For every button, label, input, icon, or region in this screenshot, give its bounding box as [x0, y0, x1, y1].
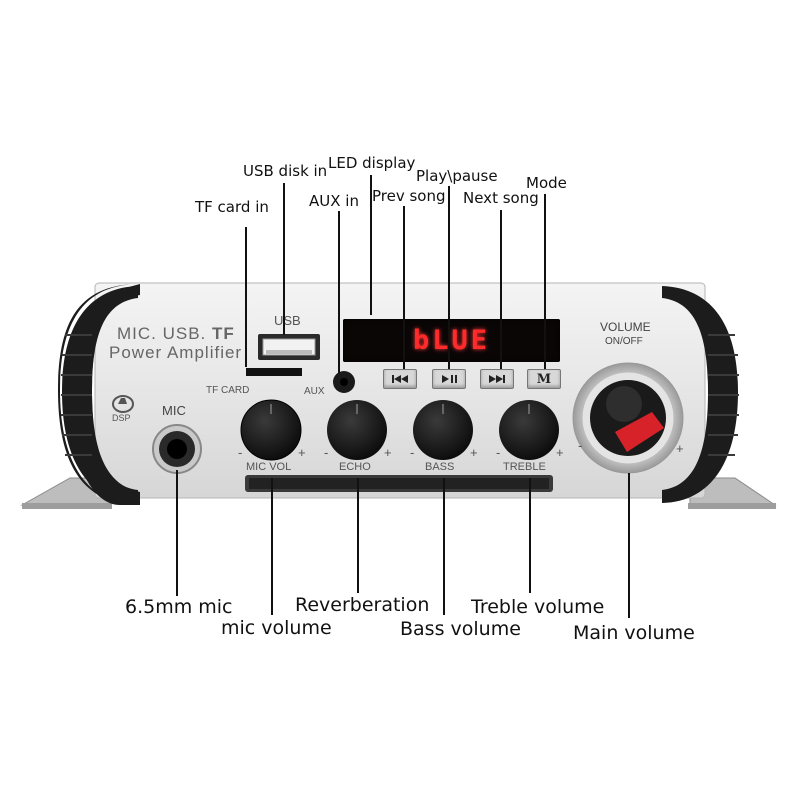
- tf-card-label: TF CARD: [206, 385, 250, 396]
- callout-reverberation: Reverberation: [295, 594, 430, 616]
- dsp-label: DSP: [112, 413, 131, 423]
- play-pause-button[interactable]: [432, 369, 466, 389]
- leader-mic-volume: [271, 478, 273, 615]
- dsp-logo: [112, 395, 134, 413]
- minus-mark: -: [324, 445, 329, 460]
- knob-main-volume: [572, 362, 684, 474]
- knob-treble: [499, 400, 559, 460]
- leader-treble: [529, 478, 531, 593]
- brand-line-1: MIC. USB. TF: [117, 324, 235, 344]
- knob-bass: [413, 400, 473, 460]
- mic-vol-label: MIC VOL: [246, 461, 292, 473]
- plus-mark: +: [298, 445, 306, 460]
- leader-next-song: [500, 210, 502, 369]
- plus-mark: +: [384, 445, 392, 460]
- plus-mark: +: [470, 445, 478, 460]
- minus-mark: -: [496, 445, 501, 460]
- callout-mode: Mode: [526, 174, 567, 192]
- led-readout: bLUE: [412, 325, 491, 356]
- tf-card-slot: [246, 368, 302, 376]
- prev-track-icon: [392, 375, 408, 383]
- volume-label: VOLUME: [600, 320, 651, 334]
- mic-label: MIC: [162, 403, 186, 418]
- treble-label: TREBLE: [503, 461, 546, 473]
- echo-label: ECHO: [339, 461, 371, 473]
- plus-mark: +: [676, 441, 684, 456]
- leader-main-volume: [628, 473, 630, 618]
- leader-play-pause: [448, 186, 450, 369]
- mic-jack: [152, 424, 202, 474]
- callout-led-display: LED display: [328, 154, 416, 172]
- prev-button[interactable]: [383, 369, 417, 389]
- leader-tf-card: [245, 227, 247, 367]
- leader-led-display: [370, 175, 372, 315]
- onoff-label: ON/OFF: [605, 336, 643, 347]
- callout-treble-volume: Treble volume: [471, 596, 605, 618]
- next-button[interactable]: [480, 369, 514, 389]
- leader-usb-disk: [283, 183, 285, 335]
- minus-mark: -: [578, 438, 583, 453]
- aux-jack: [333, 371, 355, 393]
- minus-mark: -: [238, 445, 243, 460]
- callout-next-song: Next song: [463, 189, 539, 207]
- led-display: bLUE: [343, 319, 560, 362]
- knob-echo: [327, 400, 387, 460]
- callout-main-volume: Main volume: [573, 622, 695, 644]
- right-bumper: [662, 286, 738, 503]
- minus-mark: -: [410, 445, 415, 460]
- brand-line-2: Power Amplifier: [109, 343, 243, 362]
- leader-mic-jack: [176, 470, 178, 596]
- next-track-icon: [489, 375, 505, 383]
- plus-mark: +: [556, 445, 564, 460]
- usb-port: [258, 334, 320, 360]
- callout-mic-volume: mic volume: [221, 617, 332, 639]
- usb-label: USB: [274, 313, 301, 328]
- callout-play-pause: Play\pause: [416, 167, 498, 185]
- brand-tf: TF: [212, 324, 235, 343]
- knob-mic-vol: [240, 399, 302, 461]
- leader-bass: [443, 478, 445, 615]
- leader-aux: [338, 211, 340, 373]
- speaker-grille: [245, 475, 553, 492]
- callout-mic-6-5mm: 6.5mm mic: [125, 596, 233, 618]
- callout-usb-disk-in: USB disk in: [243, 162, 328, 180]
- callout-bass-volume: Bass volume: [400, 618, 521, 640]
- bass-label: BASS: [425, 461, 455, 473]
- callout-aux-in: AUX in: [309, 192, 359, 210]
- leader-prev-song: [403, 206, 405, 369]
- callout-tf-card-in: TF card in: [195, 198, 269, 216]
- aux-label: AUX: [304, 386, 325, 397]
- callout-prev-song: Prev song: [372, 187, 446, 205]
- leader-reverberation: [357, 478, 359, 593]
- play-pause-icon: [442, 375, 457, 383]
- brand-mic-usb: MIC. USB.: [117, 324, 207, 343]
- mode-button[interactable]: M: [527, 369, 561, 389]
- mode-m-icon: M: [536, 371, 552, 387]
- leader-mode: [544, 194, 546, 369]
